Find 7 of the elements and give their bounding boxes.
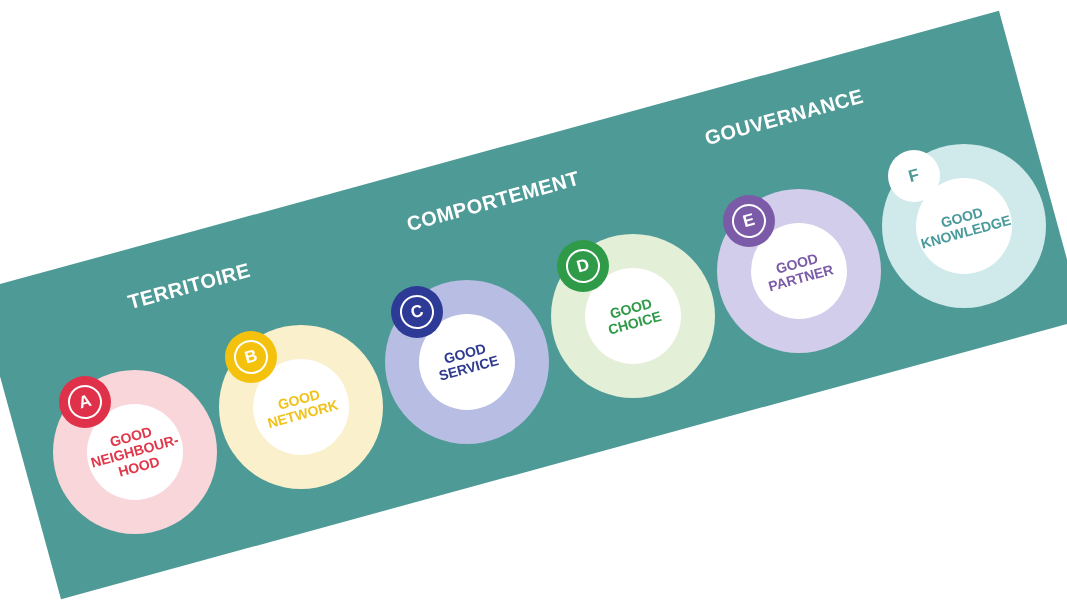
badge-letter: D	[573, 254, 592, 279]
badge-letter: F	[906, 163, 923, 188]
badge-letter: E	[739, 209, 758, 234]
badge-letter: A	[75, 390, 95, 415]
badge-letter: C	[407, 299, 426, 325]
step-title: GOOD CHOICE	[605, 293, 664, 340]
badge-letter: B	[241, 345, 261, 370]
